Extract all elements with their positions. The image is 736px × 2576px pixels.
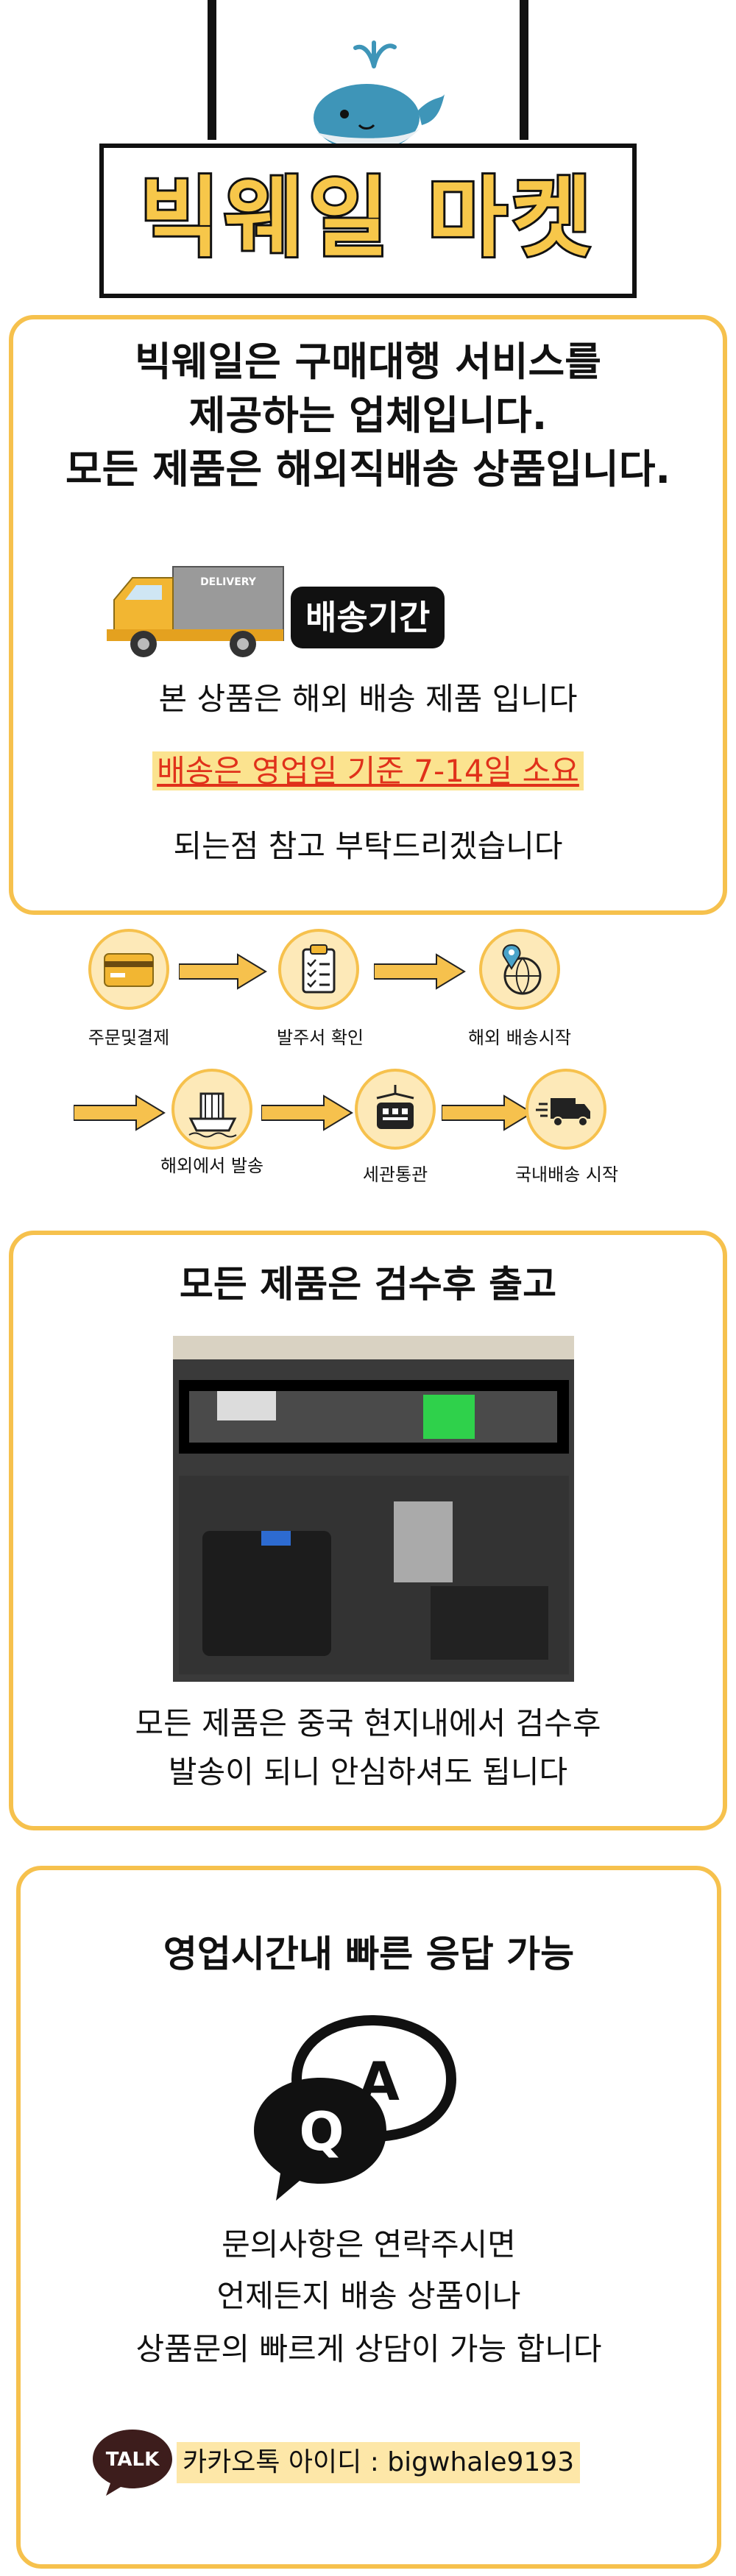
cargo-ship-icon <box>188 1092 237 1138</box>
truck-text: DELIVERY <box>200 576 257 588</box>
brand-sign: 빅웨일 마켓 <box>99 144 637 298</box>
sign-rope-left <box>208 0 216 140</box>
intro-line-3: 모든 제품은 해외직배송 상품입니다. <box>65 446 671 492</box>
kakao-talk-icon[interactable]: TALK <box>88 2425 177 2499</box>
step-circle-order <box>88 929 169 1010</box>
whale-icon <box>314 40 445 152</box>
intro-line-2: 제공하는 업체입니다. <box>188 392 548 439</box>
clipboard-checklist-icon <box>302 944 336 994</box>
inspection-desc-2: 발송이 되니 안심하셔도 됩니다 <box>168 1754 568 1790</box>
step-circle-ship <box>171 1069 252 1150</box>
step-circle-po <box>278 929 359 1010</box>
kakao-talk-label: TALK <box>106 2449 160 2471</box>
step-label-2: 발주서 확인 <box>276 1027 364 1048</box>
sign-rope-right <box>520 0 528 140</box>
intro-note-2-wrap: 배송은 영업일 기준 7-14일 소요 <box>9 748 727 795</box>
arrow-2 <box>374 953 466 990</box>
step-label-4: 해외에서 발송 <box>160 1156 264 1176</box>
kakao-id[interactable]: 카카오톡 아이디 : bigwhale9193 <box>177 2442 581 2483</box>
q-letter: Q <box>299 2101 344 2162</box>
step-label-5: 세관통관 <box>362 1164 428 1185</box>
customs-building-icon <box>376 1085 414 1129</box>
step-circle-customs <box>355 1069 436 1150</box>
delivery-truck-icon: DELIVERY <box>107 566 284 657</box>
support-title: 영업시간내 빠른 응답 가능 <box>163 1933 575 1975</box>
step-label-1: 주문및결제 <box>88 1027 170 1048</box>
arrow-4 <box>261 1094 353 1131</box>
step-circle-overseas-start <box>479 929 560 1010</box>
inspection-desc-1: 모든 제품은 중국 현지내에서 검수후 <box>135 1705 601 1741</box>
qa-chat-icon: A Q <box>254 2014 457 2201</box>
support-line-1: 문의사항은 연락주시면 <box>222 2226 516 2262</box>
brand-title: 빅웨일 마켓 <box>138 167 596 269</box>
arrow-1 <box>179 953 267 990</box>
credit-card-icon <box>104 953 154 987</box>
arrow-5 <box>442 1094 534 1131</box>
step-label-3: 해외 배송시작 <box>467 1027 572 1048</box>
inspection-title: 모든 제품은 검수후 출고 <box>179 1263 557 1306</box>
support-line-2: 언제든지 배송 상품이나 <box>216 2278 521 2314</box>
intro-note-2: 배송은 영업일 기준 7-14일 소요 <box>152 751 584 790</box>
arrow-3 <box>74 1094 166 1131</box>
delivery-truck-small-icon <box>536 1098 590 1127</box>
delivery-period-badge: 배송기간 <box>291 587 445 648</box>
step-label-6: 국내배송 시작 <box>514 1164 619 1185</box>
product-photo <box>173 1336 574 1682</box>
intro-note-1: 본 상품은 해외 배송 제품 입니다 <box>158 681 578 717</box>
intro-line-1: 빅웨일은 구매대행 서비스를 <box>135 339 601 385</box>
globe-pin-icon <box>502 944 542 995</box>
intro-note-3: 되는점 참고 부탁드리겠습니다 <box>173 828 563 864</box>
support-line-3: 상품문의 빠르게 상담이 가능 합니다 <box>135 2331 602 2367</box>
step-circle-domestic <box>526 1069 606 1150</box>
